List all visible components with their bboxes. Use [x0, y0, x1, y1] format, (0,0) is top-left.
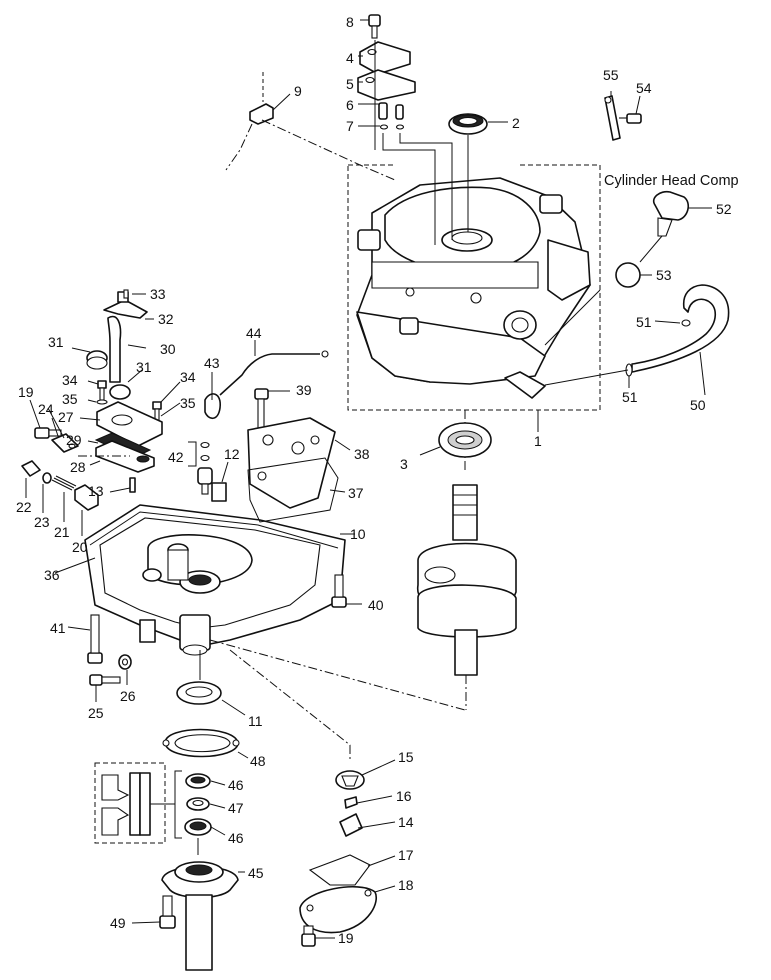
callout-41: 41 — [50, 620, 66, 636]
callout-5: 5 — [346, 76, 354, 92]
callout-35-left: 35 — [62, 391, 78, 407]
callout-54: 54 — [636, 80, 652, 96]
breather-tube — [71, 289, 154, 400]
callout-11: 11 — [248, 713, 263, 729]
callout-50: 50 — [690, 397, 706, 413]
callout-25: 25 — [88, 705, 104, 721]
mounting-plate — [247, 417, 351, 523]
governor-shaft-parts — [21, 399, 136, 536]
callout-47: 47 — [228, 800, 244, 816]
callout-2: 2 — [512, 115, 520, 131]
section-title: Cylinder Head Comp — [604, 173, 739, 189]
breather-cover-stack — [79, 380, 181, 473]
callout-43: 43 — [204, 355, 220, 371]
callout-32: 32 — [158, 311, 174, 327]
callout-16: 16 — [396, 788, 412, 804]
crankcase-group — [347, 164, 601, 432]
callout-46-upper: 46 — [228, 777, 244, 793]
lower-shaft-assembly — [94, 650, 249, 971]
callout-19-upper: 19 — [18, 384, 34, 400]
callout-10: 10 — [350, 526, 366, 542]
callout-33: 33 — [150, 286, 166, 302]
callout-52: 52 — [716, 201, 732, 217]
callout-46-lower: 46 — [228, 830, 244, 846]
callout-27: 27 — [58, 409, 74, 425]
callout-51-lower: 51 — [622, 389, 638, 405]
callout-21: 21 — [54, 524, 70, 540]
callout-24: 24 — [38, 401, 54, 417]
callout-14: 14 — [398, 814, 414, 830]
callout-51-upper: 51 — [636, 314, 652, 330]
callout-12: 12 — [224, 446, 240, 462]
callout-28: 28 — [70, 459, 86, 475]
callout-23: 23 — [34, 514, 50, 530]
callout-22: 22 — [16, 499, 32, 515]
oil-seal-2 — [448, 113, 508, 232]
callouts: 8 4 5 6 7 2 9 55 54 Cylinder Head Comp 5… — [16, 14, 739, 946]
callout-35-right: 35 — [180, 395, 196, 411]
callout-8: 8 — [346, 14, 354, 30]
callout-34-right: 34 — [180, 369, 196, 385]
callout-3: 3 — [400, 456, 408, 472]
callout-15: 15 — [398, 749, 414, 765]
callout-19-lower: 19 — [338, 930, 354, 946]
dipstick-and-breather — [544, 91, 730, 396]
callout-37: 37 — [348, 485, 364, 501]
crankshaft — [416, 410, 517, 710]
callout-4: 4 — [346, 50, 354, 66]
callout-49: 49 — [110, 915, 126, 931]
callout-42: 42 — [168, 449, 184, 465]
callout-44: 44 — [246, 325, 262, 341]
callout-31-left: 31 — [48, 334, 64, 350]
callout-7: 7 — [346, 118, 354, 134]
callout-20: 20 — [72, 539, 88, 555]
oil-pump-assembly — [209, 639, 466, 947]
callout-31-right: 31 — [136, 359, 152, 375]
callout-17: 17 — [398, 847, 414, 863]
callout-48: 48 — [250, 753, 266, 769]
callout-55: 55 — [603, 67, 619, 83]
bracket-9 — [225, 72, 396, 181]
callout-29: 29 — [66, 432, 82, 448]
callout-40: 40 — [368, 597, 384, 613]
callout-45: 45 — [248, 865, 264, 881]
top-bracket-stack — [357, 14, 453, 245]
callout-53: 53 — [656, 267, 672, 283]
callout-36: 36 — [44, 567, 60, 583]
callout-38: 38 — [354, 446, 370, 462]
callout-9: 9 — [294, 83, 302, 99]
crankcase-cover — [54, 504, 355, 656]
callout-18: 18 — [398, 877, 414, 893]
callout-34-left: 34 — [62, 372, 78, 388]
callout-26: 26 — [120, 688, 136, 704]
callout-6: 6 — [346, 97, 354, 113]
callout-1: 1 — [534, 433, 542, 449]
callout-39: 39 — [296, 382, 312, 398]
callout-30: 30 — [160, 341, 176, 357]
callout-13: 13 — [88, 483, 104, 499]
